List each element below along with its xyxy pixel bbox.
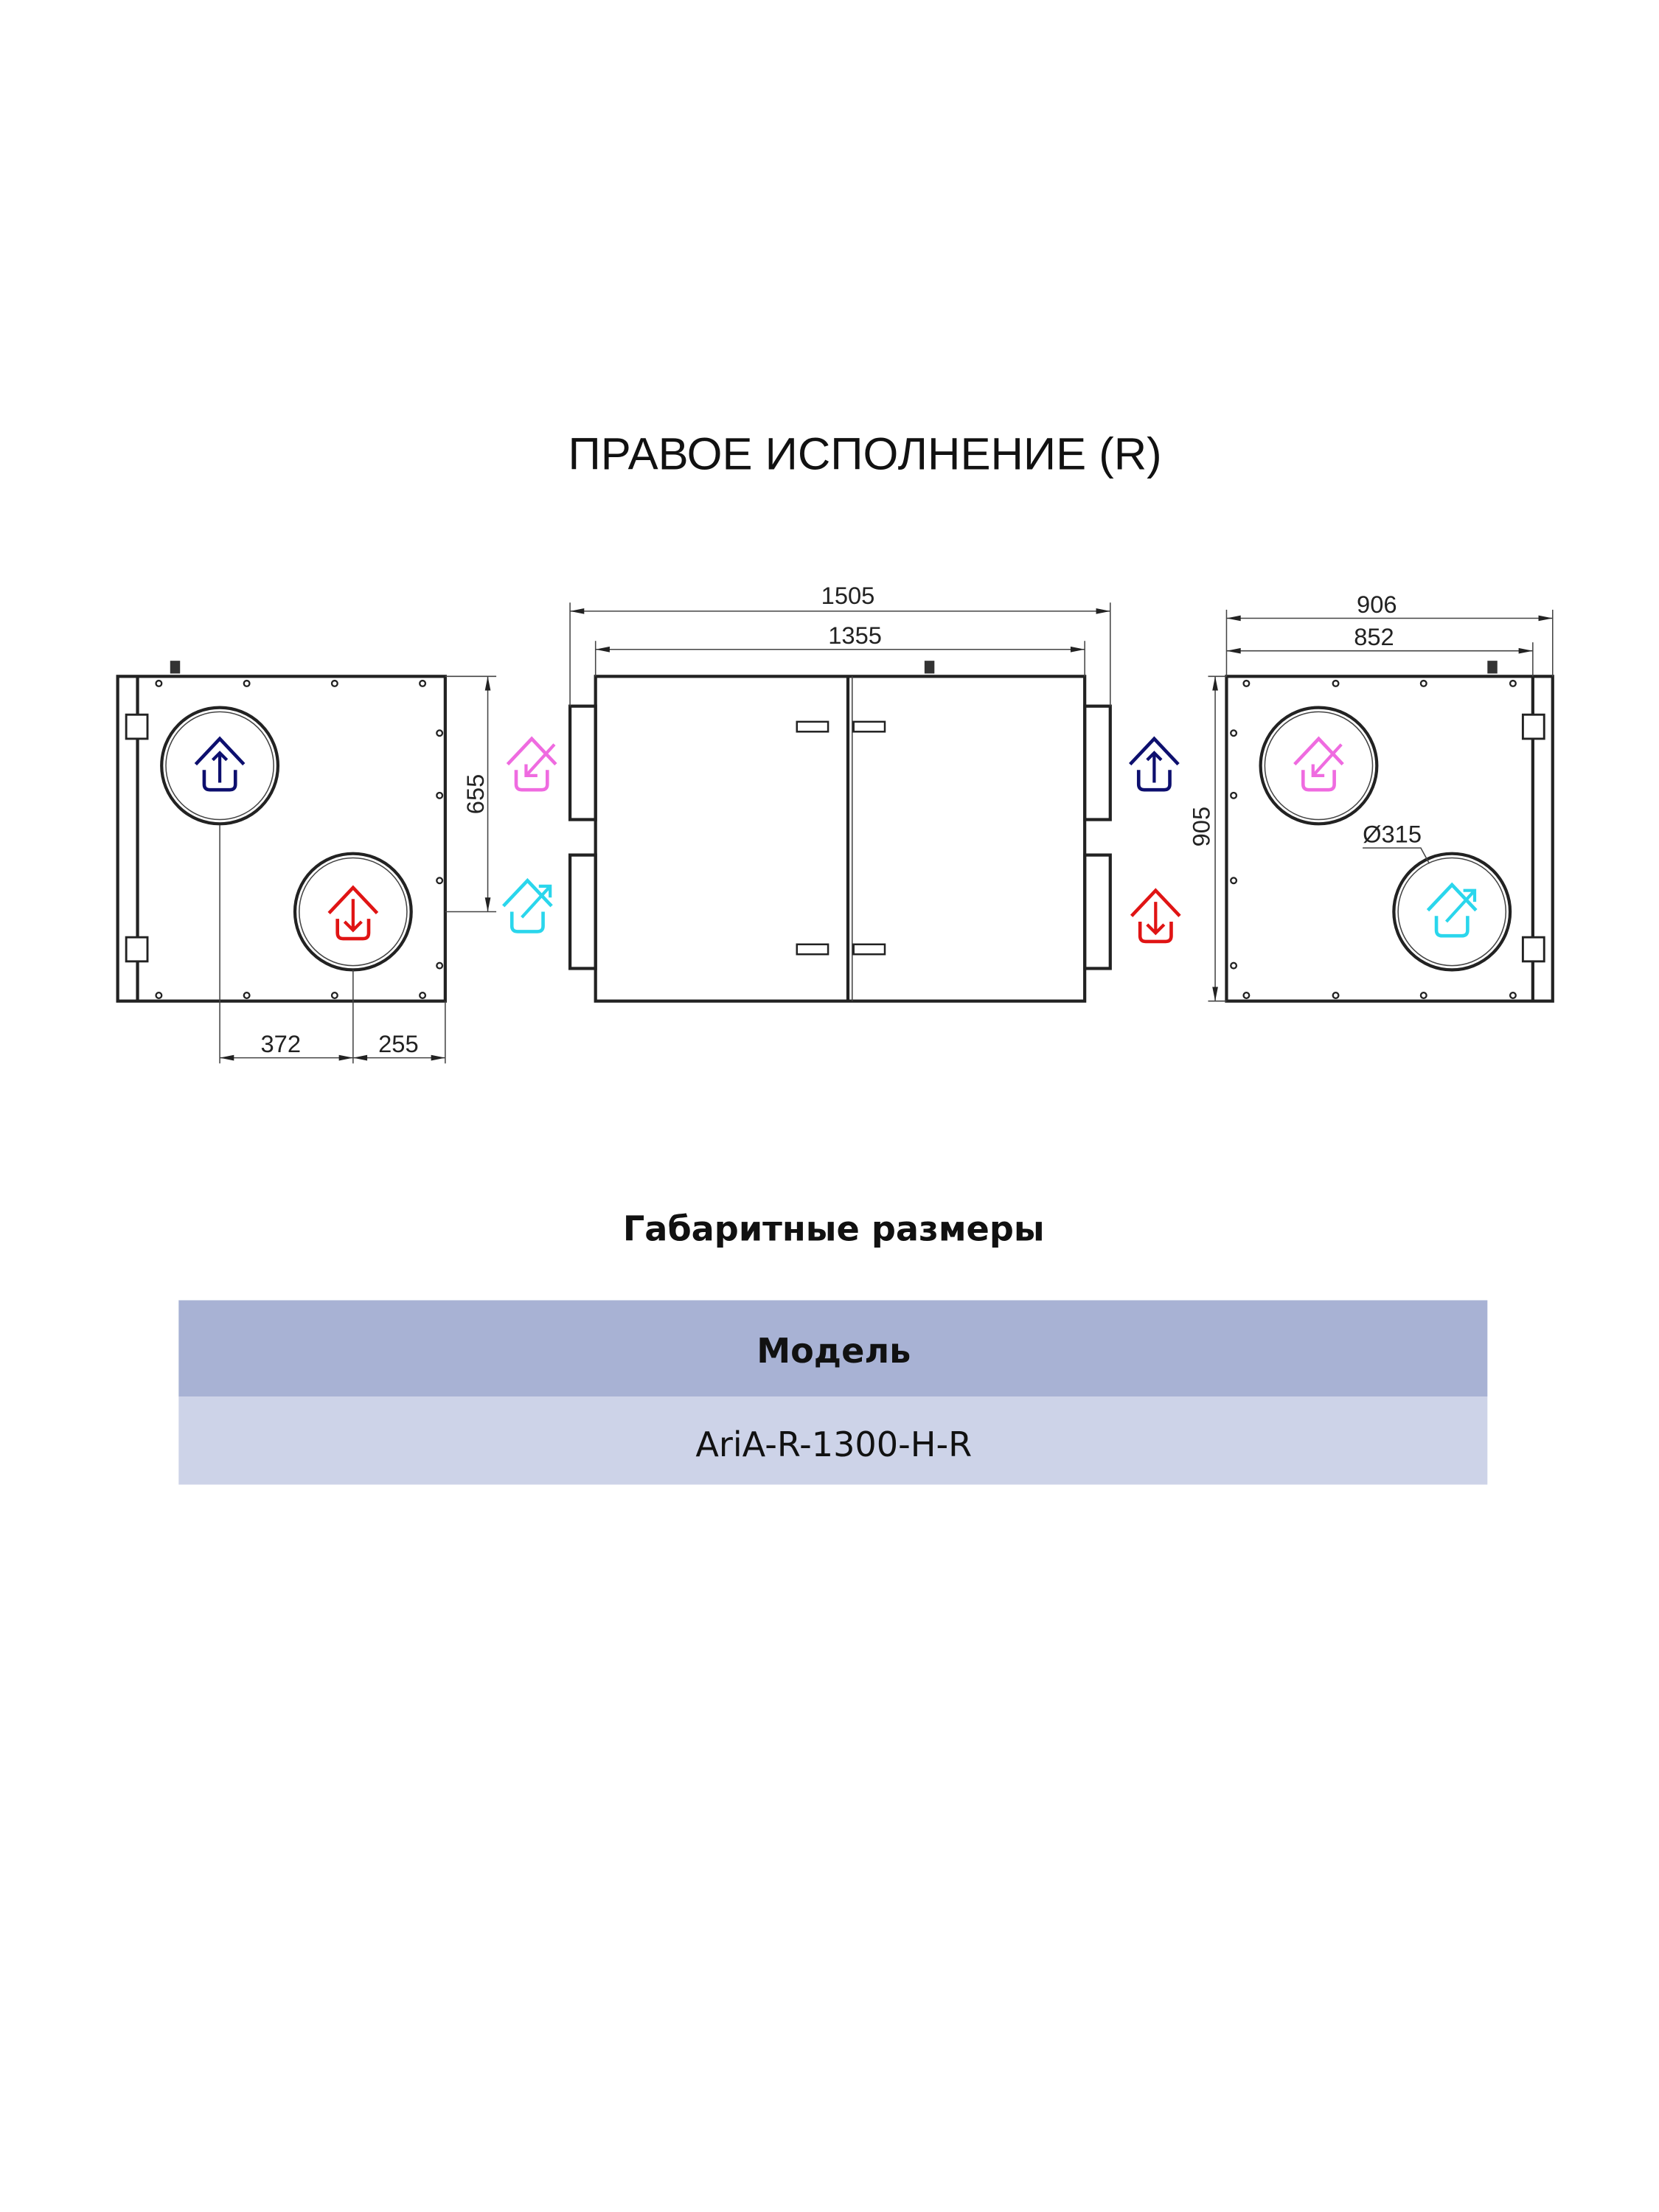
- dim-length-1505: 1505: [821, 582, 875, 609]
- dim-height-655: 655: [462, 774, 489, 815]
- dim-offset-372: 372: [260, 1030, 301, 1057]
- dimensions-table: Модель AriA-R-1300-H-R: [178, 1300, 1488, 1485]
- house-arrow-out-icon: [1428, 885, 1476, 936]
- dim-offset-255: 255: [378, 1030, 419, 1057]
- table-header-model: Модель: [757, 1331, 911, 1371]
- dim-height-905: 905: [1187, 807, 1214, 847]
- table-cell-model: AriA-R-1300-H-R: [695, 1425, 972, 1464]
- house-arrow-in-icon: [507, 739, 555, 790]
- dim-diameter-315: Ø315: [1363, 820, 1422, 847]
- house-arrow-up-icon: [1130, 739, 1178, 790]
- front-view: 1505 1355: [568, 582, 1180, 1003]
- drawing-title: ПРАВОЕ ИСПОЛНЕНИЕ (R): [568, 429, 1162, 480]
- dim-width-906: 906: [1357, 591, 1397, 618]
- house-arrow-in-icon: [1295, 739, 1343, 790]
- right-end-view: 906 852 905 Ø315: [1187, 591, 1554, 1003]
- house-arrow-down-icon: [1132, 891, 1180, 942]
- dim-length-1355: 1355: [828, 622, 882, 649]
- house-arrow-out-icon: [504, 880, 552, 931]
- dim-width-852: 852: [1354, 623, 1394, 650]
- house-arrow-up-icon: [195, 739, 243, 790]
- section-heading: Габаритные размеры: [623, 1209, 1045, 1249]
- left-end-view: 655 372 255: [116, 661, 556, 1064]
- table-row: [178, 1397, 1488, 1485]
- table-header: [178, 1300, 1488, 1397]
- house-arrow-down-icon: [329, 888, 377, 939]
